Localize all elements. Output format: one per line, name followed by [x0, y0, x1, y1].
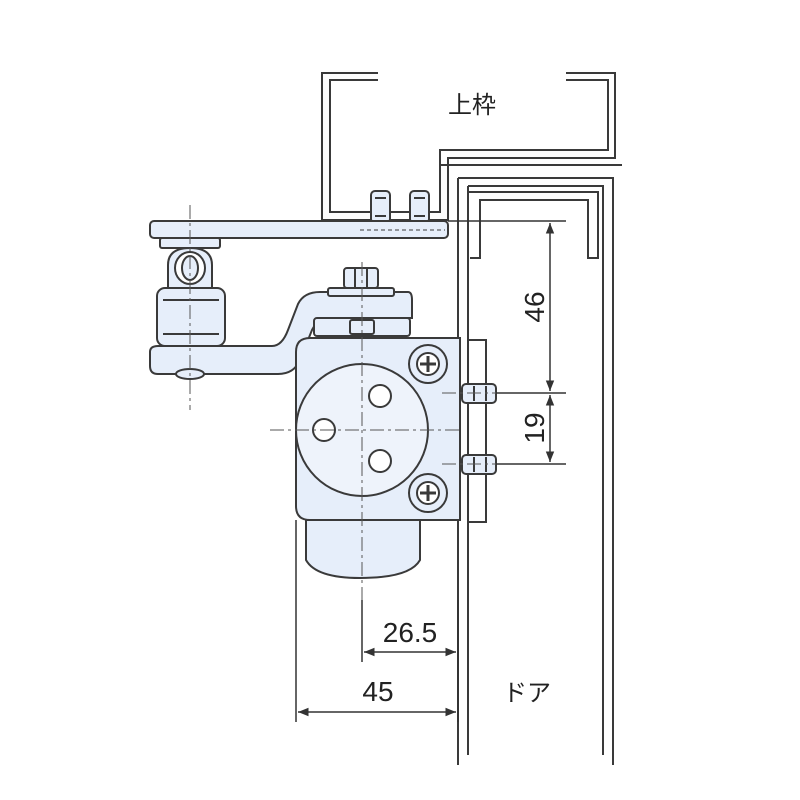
- arm-bar: [149, 220, 449, 239]
- pivot-assembly: [156, 237, 226, 347]
- door-label: ドア: [503, 680, 551, 707]
- frame-bracket-screws: [370, 190, 430, 224]
- dimension-46: 46: [519, 291, 550, 322]
- dimension-45: 45: [362, 676, 393, 707]
- dimension-19: 19: [519, 412, 550, 443]
- phillips-screw-top: [408, 344, 448, 384]
- dimension-lines: [295, 220, 566, 722]
- dimension-26-5: 26.5: [383, 617, 438, 648]
- top-frame-label: 上枠: [448, 92, 496, 119]
- mounting-plate: [467, 339, 487, 523]
- phillips-screw-bottom: [408, 473, 448, 513]
